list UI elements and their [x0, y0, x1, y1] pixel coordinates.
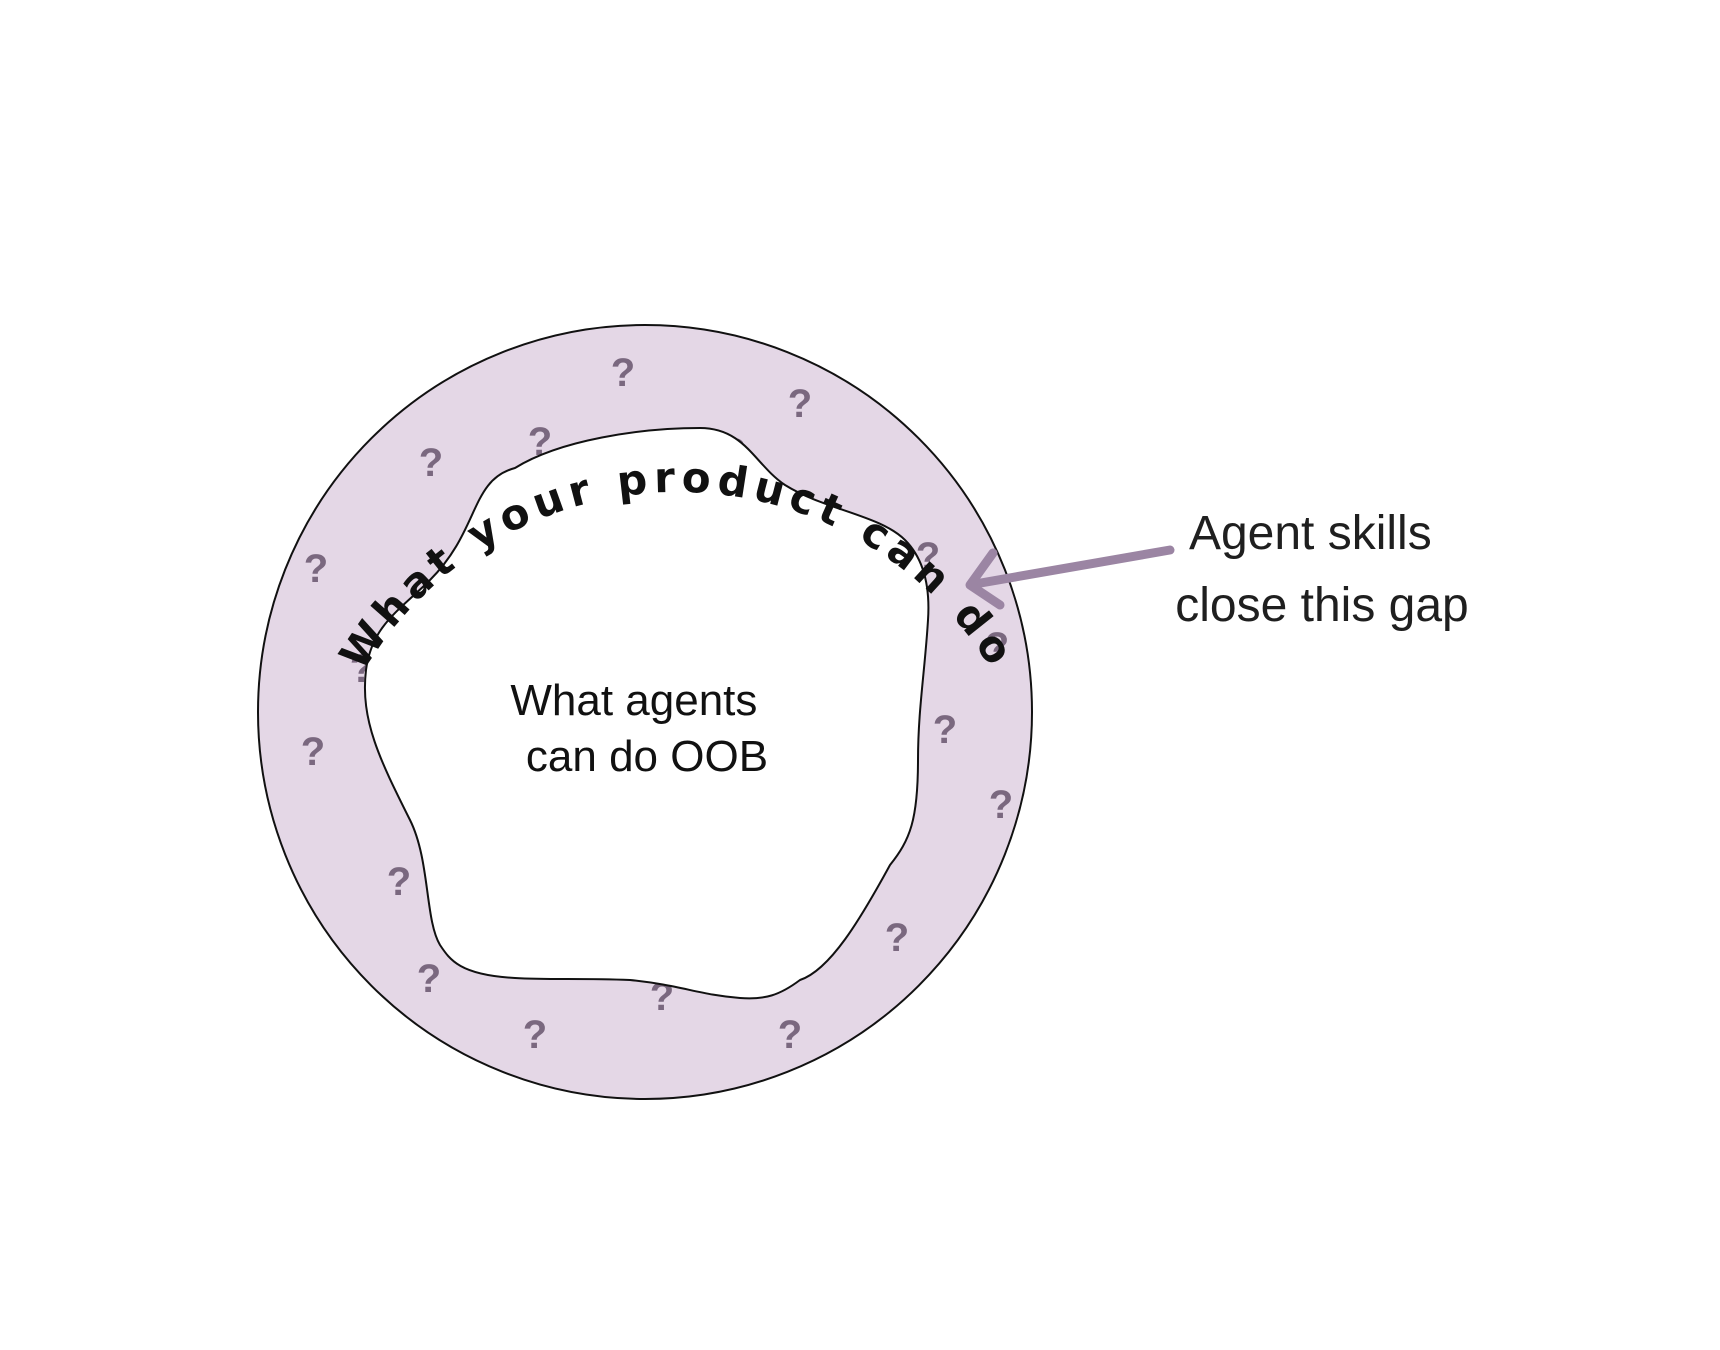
question-mark: ?	[788, 382, 812, 426]
callout-label: Agent skills close this gap	[1175, 507, 1469, 632]
question-mark: ?	[885, 916, 909, 960]
callout-label-line-2: close this gap	[1175, 579, 1469, 632]
question-mark: ?	[419, 441, 443, 485]
callout-arrow	[965, 545, 1175, 610]
question-mark: ?	[304, 547, 328, 591]
callout-arrow-head	[965, 548, 1005, 610]
question-mark: ?	[933, 708, 957, 752]
agent-capability-label-line-2: can do OOB	[526, 732, 768, 781]
question-mark: ?	[523, 1013, 547, 1057]
question-mark: ?	[989, 783, 1013, 827]
question-mark: ?	[387, 860, 411, 904]
question-mark: ?	[778, 1013, 802, 1057]
question-mark: ?	[611, 351, 635, 395]
agent-capability-label-line-1: What agents	[510, 676, 757, 725]
question-mark: ?	[417, 957, 441, 1001]
callout-arrow-shaft	[970, 545, 1175, 589]
callout-label-line-1: Agent skills	[1189, 507, 1432, 560]
agent-capability-label: What agents can do OOB	[510, 676, 769, 781]
question-mark: ?	[985, 625, 1009, 669]
question-mark: ?	[301, 730, 325, 774]
agent-capability-blob	[364, 426, 930, 1000]
